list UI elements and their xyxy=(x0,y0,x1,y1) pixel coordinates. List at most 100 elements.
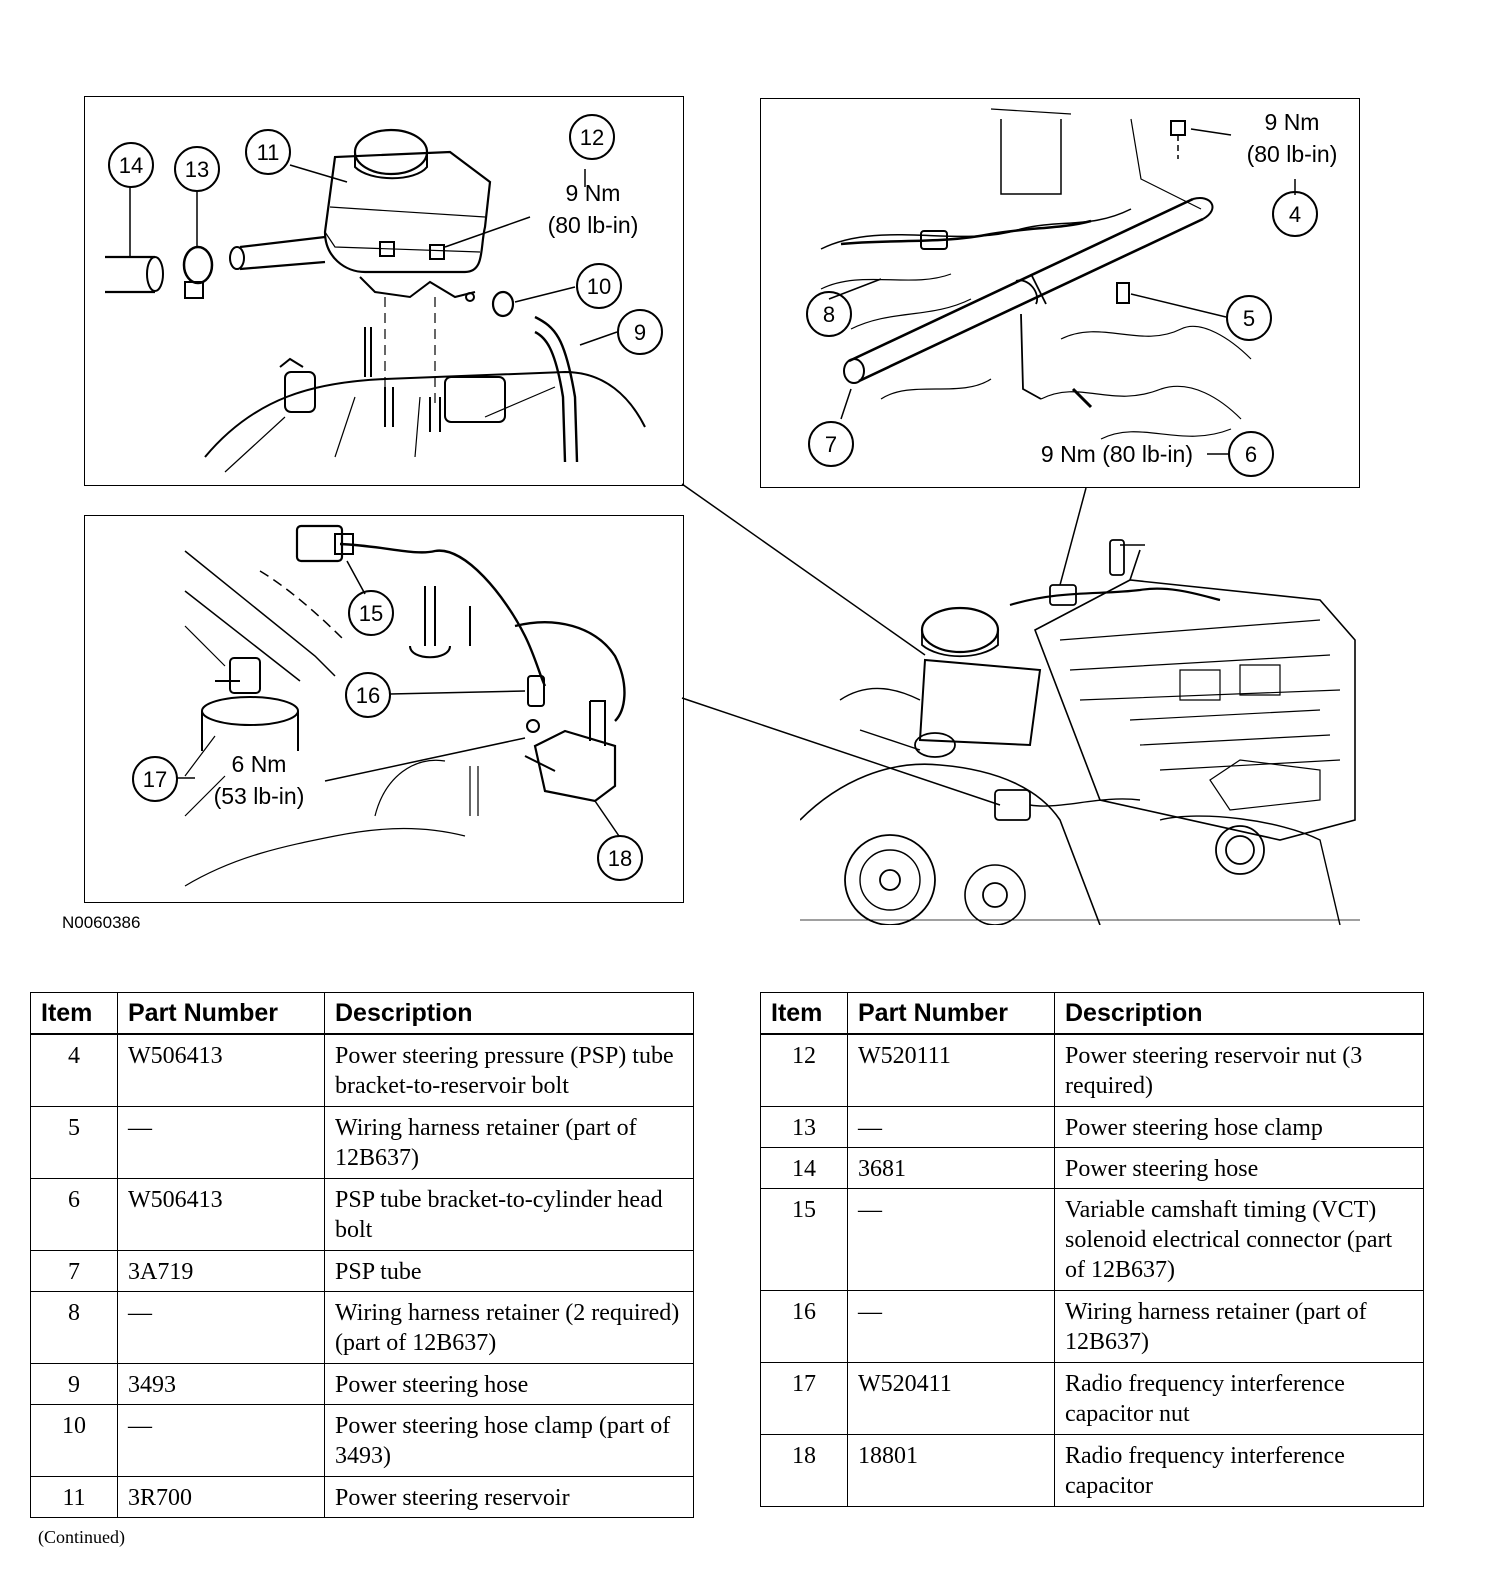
table-row: 11 3R700 Power steering reservoir xyxy=(30,1475,694,1518)
engine-overview-illustration xyxy=(800,539,1360,925)
table-row: 15 — Variable camshaft timing (VCT) sole… xyxy=(760,1187,1424,1291)
table-row: 10 — Power steering hose clamp (part of … xyxy=(30,1403,694,1477)
part-number-cell: 3A719 xyxy=(117,1249,325,1292)
callout-11: 11 xyxy=(257,140,280,165)
part-number-cell: — xyxy=(117,1403,325,1477)
callout-9: 9 xyxy=(634,320,646,345)
table-row: 17 W520411 Radio frequency interference … xyxy=(760,1361,1424,1435)
description-cell: Power steering hose xyxy=(1054,1146,1424,1189)
description-cell: Power steering hose clamp (part of 3493) xyxy=(324,1403,694,1477)
description-cell: Wiring harness retainer (part of 12B637) xyxy=(1054,1289,1424,1363)
description-cell: Power steering hose clamp xyxy=(1054,1105,1424,1148)
table-row: 12 W520111 Power steering reservoir nut … xyxy=(760,1033,1424,1107)
torque-4-lb: (80 lb-in) xyxy=(1247,141,1338,167)
description-cell: Power steering reservoir xyxy=(324,1475,694,1518)
table-row: 13 — Power steering hose clamp xyxy=(760,1105,1424,1148)
item-cell: 7 xyxy=(30,1249,118,1292)
header-description: Description xyxy=(324,992,694,1035)
description-cell: Variable camshaft timing (VCT) solenoid … xyxy=(1054,1187,1424,1291)
item-cell: 6 xyxy=(30,1177,118,1251)
callout-5: 5 xyxy=(1243,306,1255,331)
table-row: 5 — Wiring harness retainer (part of 12B… xyxy=(30,1105,694,1179)
item-cell: 15 xyxy=(760,1187,848,1291)
description-cell: PSP tube xyxy=(324,1249,694,1292)
item-cell: 10 xyxy=(30,1403,118,1477)
psp-tube-illustration: 4 5 8 7 6 9 Nm (80 lb-in) 9 Nm (80 lb-in… xyxy=(806,108,1338,477)
description-cell: Wiring harness retainer (part of 12B637) xyxy=(324,1105,694,1179)
table-row: 4 W506413 Power steering pressure (PSP) … xyxy=(30,1033,694,1107)
parts-table-right: Item Part Number Description 12 W520111 … xyxy=(760,992,1424,1507)
item-cell: 8 xyxy=(30,1290,118,1364)
part-number-cell: — xyxy=(847,1105,1055,1148)
part-number-cell: W520111 xyxy=(847,1033,1055,1107)
table-row: 16 — Wiring harness retainer (part of 12… xyxy=(760,1289,1424,1363)
part-number-cell: — xyxy=(117,1290,325,1364)
callout-14: 14 xyxy=(119,153,143,178)
part-number-cell: W506413 xyxy=(117,1177,325,1251)
callout-13: 13 xyxy=(185,157,209,182)
callout-18: 18 xyxy=(608,846,632,871)
callout-6: 6 xyxy=(1245,442,1257,467)
description-cell: Power steering pressure (PSP) tube brack… xyxy=(324,1033,694,1107)
part-number-cell: — xyxy=(847,1187,1055,1291)
item-cell: 12 xyxy=(760,1033,848,1107)
torque-12-lb: (80 lb-in) xyxy=(548,212,639,238)
continued-note: (Continued) xyxy=(38,1527,125,1547)
item-cell: 17 xyxy=(760,1361,848,1435)
description-cell: Radio frequency interference capacitor xyxy=(1054,1433,1424,1507)
part-number-cell: — xyxy=(847,1289,1055,1363)
part-number-cell: 18801 xyxy=(847,1433,1055,1507)
reservoir-illustration: 14 13 11 12 10 9 9 Nm (80 lb-in) xyxy=(105,114,663,473)
part-number-cell: 3681 xyxy=(847,1146,1055,1189)
torque-17-nm: 6 Nm xyxy=(232,751,287,777)
callout-15: 15 xyxy=(359,601,383,626)
table-row: 9 3493 Power steering hose xyxy=(30,1362,694,1405)
item-cell: 18 xyxy=(760,1433,848,1507)
parts-table-left: Item Part Number Description 4 W506413 P… xyxy=(30,992,694,1518)
torque-6: 9 Nm (80 lb-in) xyxy=(1041,441,1193,467)
part-number-cell: 3R700 xyxy=(117,1475,325,1518)
callout-16: 16 xyxy=(356,683,380,708)
table-row: 6 W506413 PSP tube bracket-to-cylinder h… xyxy=(30,1177,694,1251)
item-cell: 14 xyxy=(760,1146,848,1189)
torque-17-lb: (53 lb-in) xyxy=(214,783,305,809)
callout-4: 4 xyxy=(1289,202,1301,227)
item-cell: 11 xyxy=(30,1475,118,1518)
part-number-cell: — xyxy=(117,1105,325,1179)
header-part-number: Part Number xyxy=(847,992,1055,1035)
capacitor-illustration: 15 16 17 18 6 Nm (53 lb-in) xyxy=(132,524,643,887)
reservoir-detail-panel: 14 13 11 12 10 9 9 Nm (80 lb-in) xyxy=(84,96,684,486)
description-cell: Radio frequency interference capacitor n… xyxy=(1054,1361,1424,1435)
callout-17: 17 xyxy=(143,767,167,792)
figure-id: N0060386 xyxy=(62,913,141,932)
item-cell: 9 xyxy=(30,1362,118,1405)
description-cell: Wiring harness retainer (2 required) (pa… xyxy=(324,1290,694,1364)
header-item: Item xyxy=(760,992,848,1035)
engine-overview xyxy=(800,520,1360,925)
item-cell: 13 xyxy=(760,1105,848,1148)
callout-12: 12 xyxy=(580,125,604,150)
part-number-cell: 3493 xyxy=(117,1362,325,1405)
callout-7: 7 xyxy=(825,432,837,457)
torque-4-nm: 9 Nm xyxy=(1265,109,1320,135)
part-number-cell: W520411 xyxy=(847,1361,1055,1435)
table-row: 18 18801 Radio frequency interference ca… xyxy=(760,1433,1424,1507)
part-number-cell: W506413 xyxy=(117,1033,325,1107)
table-header-row: Item Part Number Description xyxy=(30,992,694,1035)
item-cell: 5 xyxy=(30,1105,118,1179)
item-cell: 16 xyxy=(760,1289,848,1363)
description-cell: Power steering reservoir nut (3 required… xyxy=(1054,1033,1424,1107)
table-row: 7 3A719 PSP tube xyxy=(30,1249,694,1292)
capacitor-detail-panel: 15 16 17 18 6 Nm (53 lb-in) xyxy=(84,515,684,903)
item-cell: 4 xyxy=(30,1033,118,1107)
header-part-number: Part Number xyxy=(117,992,325,1035)
callout-8: 8 xyxy=(823,302,835,327)
header-item: Item xyxy=(30,992,118,1035)
torque-12-nm: 9 Nm xyxy=(566,180,621,206)
table-row: 14 3681 Power steering hose xyxy=(760,1146,1424,1189)
table-row: 8 — Wiring harness retainer (2 required)… xyxy=(30,1290,694,1364)
description-cell: PSP tube bracket-to-cylinder head bolt xyxy=(324,1177,694,1251)
callout-10: 10 xyxy=(587,274,611,299)
psp-tube-detail-panel: 4 5 8 7 6 9 Nm (80 lb-in) 9 Nm (80 lb-in… xyxy=(760,98,1360,488)
description-cell: Power steering hose xyxy=(324,1362,694,1405)
